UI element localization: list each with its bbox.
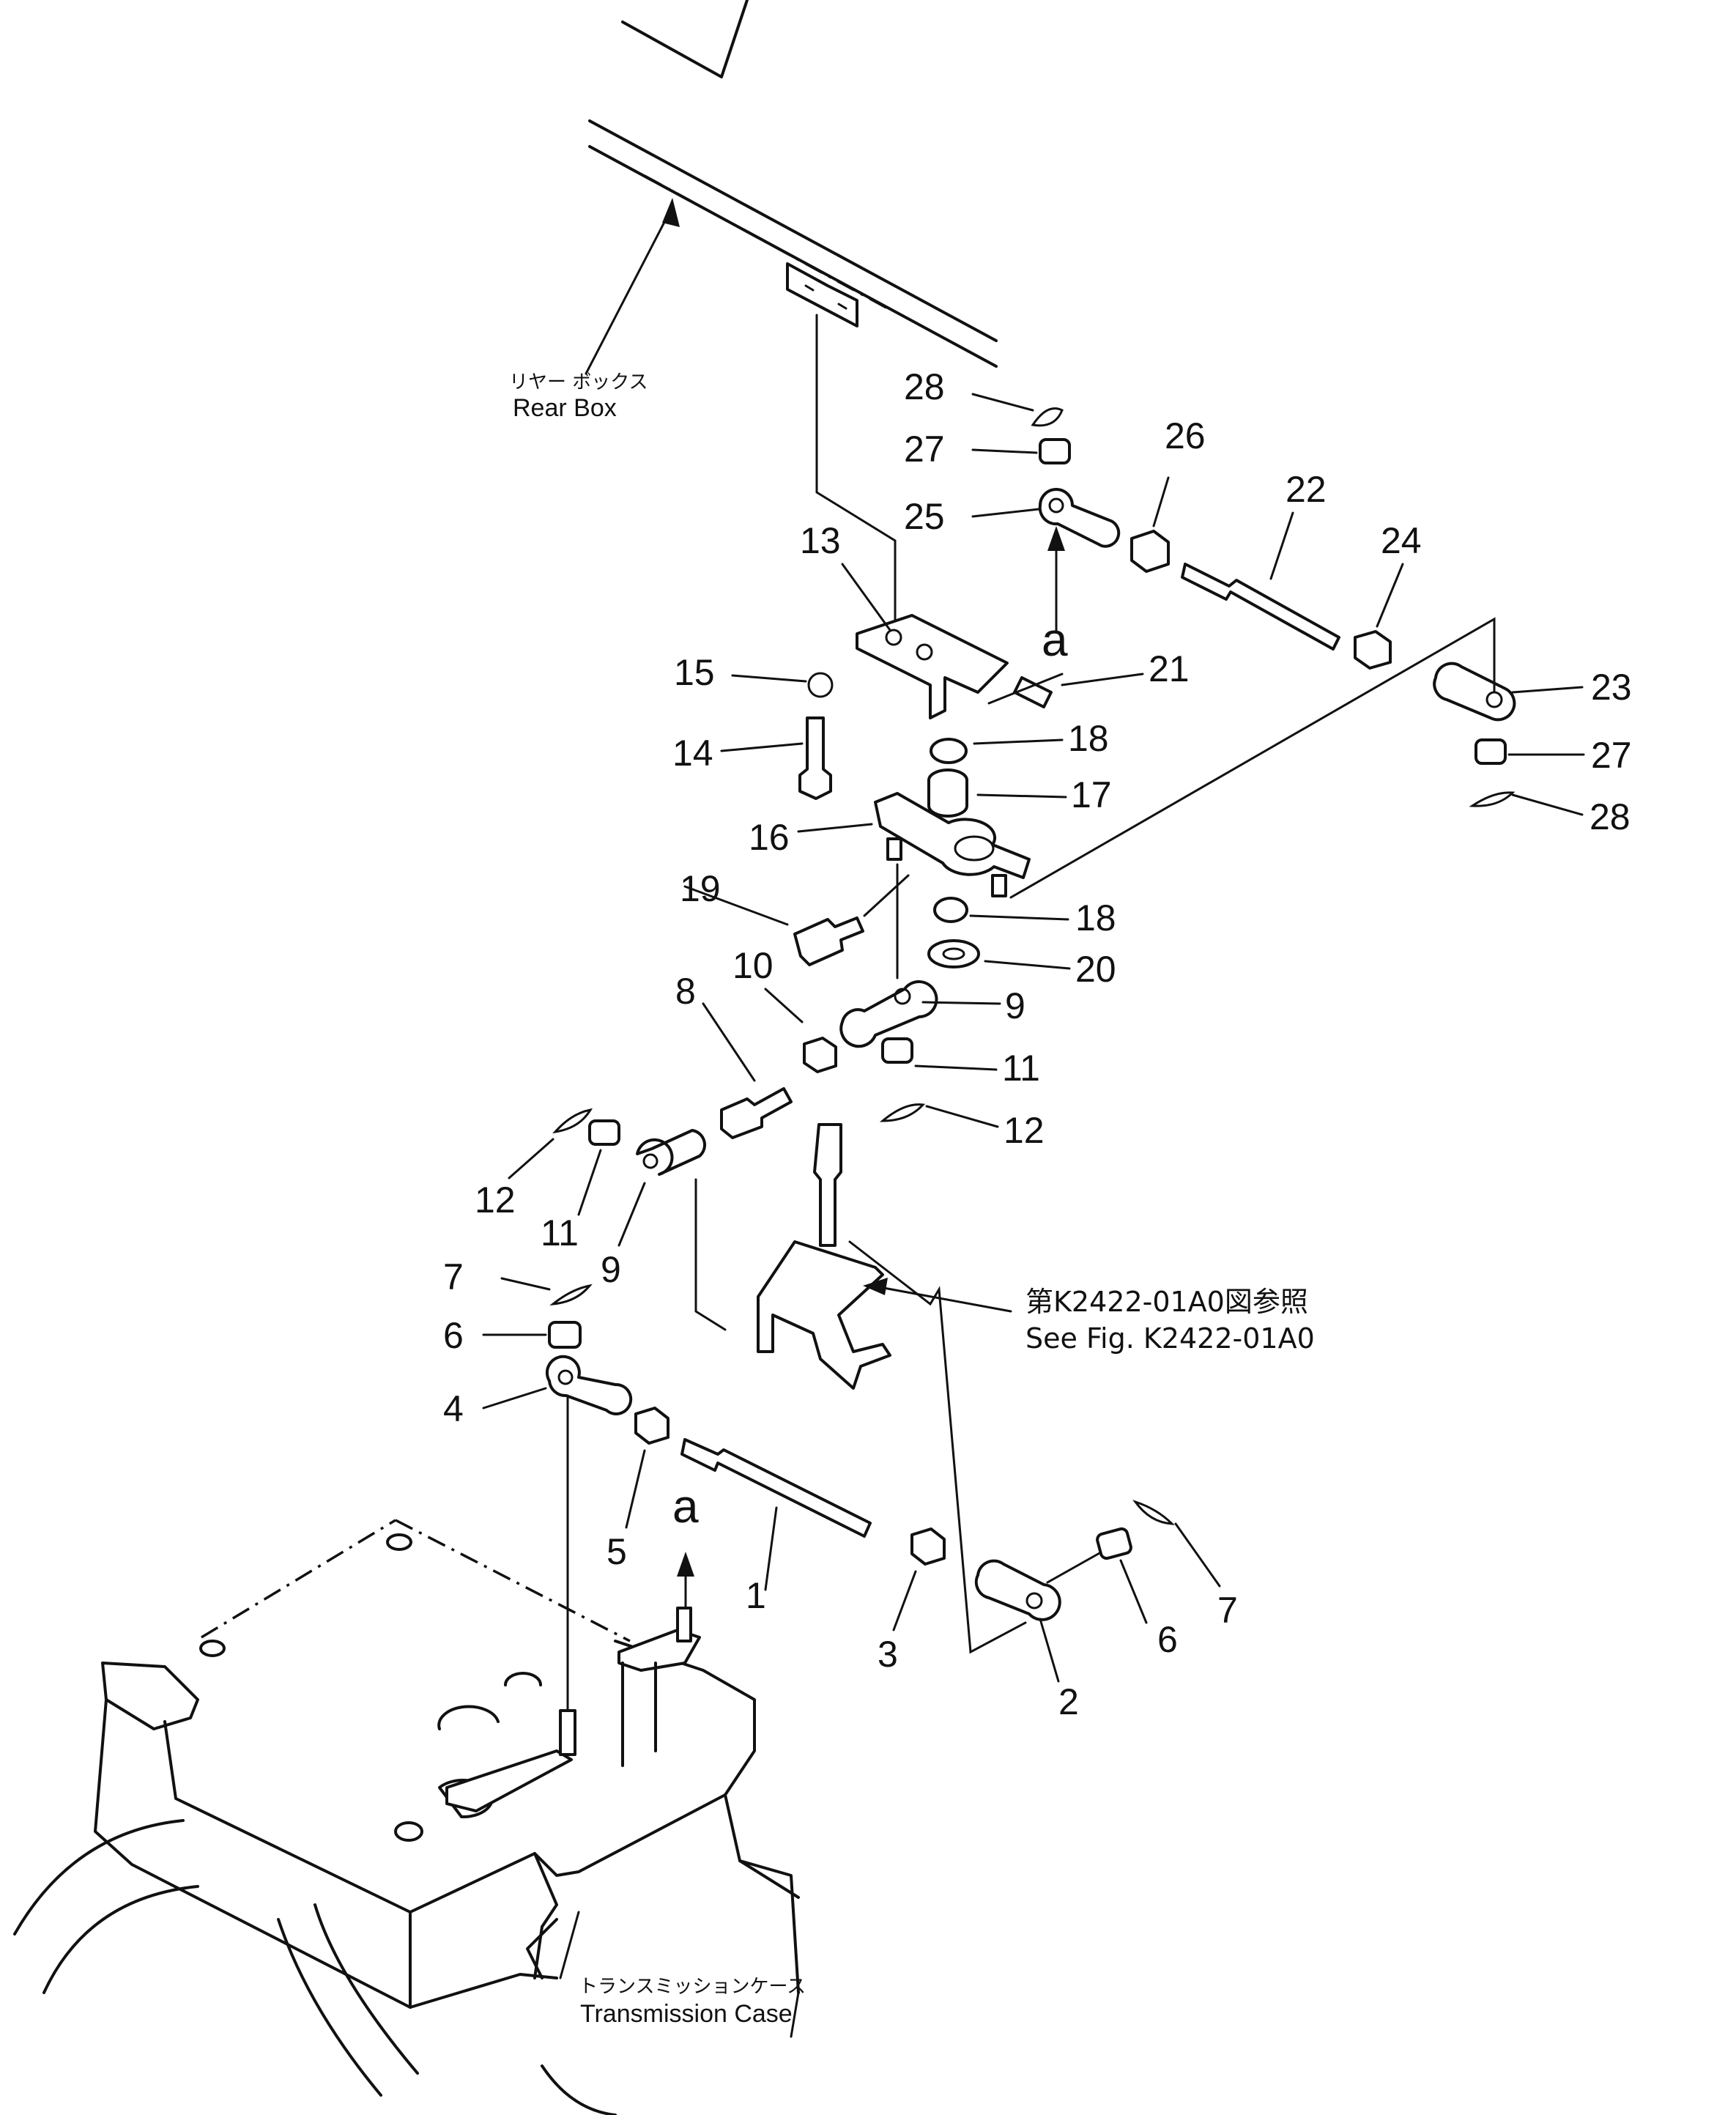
part-number-18-top: 18 bbox=[1068, 718, 1109, 759]
rod-end-23 bbox=[1433, 662, 1516, 722]
part-number-1: 1 bbox=[746, 1575, 766, 1616]
part-number-12-upper: 12 bbox=[1004, 1110, 1045, 1151]
collar-17 bbox=[927, 768, 968, 818]
part-number-6-left: 6 bbox=[443, 1315, 464, 1356]
transmission-en-label: Transmission Case bbox=[580, 2000, 793, 2028]
part-number-25: 25 bbox=[904, 496, 945, 537]
view-a-label-bottom: a bbox=[672, 1480, 699, 1533]
bolt-14 bbox=[798, 716, 832, 800]
rod-end-9-lower bbox=[636, 1129, 707, 1176]
part-number-15: 15 bbox=[674, 652, 715, 693]
part-number-11-lower: 11 bbox=[541, 1212, 579, 1253]
lever-assembly: 第K2422-01A0図参照 See Fig. K2422-01A0 bbox=[694, 1123, 1315, 1654]
rod-end-2 bbox=[974, 1559, 1061, 1621]
lower-linkage: a bbox=[482, 1108, 1221, 1712]
part-number-27-right: 27 bbox=[1591, 735, 1632, 776]
transmission-case: トランスミッションケース Transmission Case bbox=[13, 1519, 806, 2115]
castle-nut-11-lower bbox=[588, 1119, 620, 1146]
part-number-26: 26 bbox=[1165, 415, 1206, 456]
part-number-6-right: 6 bbox=[1157, 1619, 1178, 1660]
nut-10 bbox=[803, 1037, 837, 1073]
rod-end-4 bbox=[545, 1355, 633, 1415]
part-number-9-lower: 9 bbox=[601, 1249, 621, 1290]
part-number-12-lower: 12 bbox=[475, 1179, 516, 1221]
bracket-13 bbox=[856, 614, 1009, 719]
part-number-4: 4 bbox=[443, 1388, 464, 1429]
cotter-pin-12-lower bbox=[552, 1108, 593, 1134]
snap-ring-15 bbox=[807, 672, 834, 698]
castle-nut-6-right bbox=[1096, 1527, 1132, 1560]
part-number-20: 20 bbox=[1075, 949, 1116, 990]
transmission-jp-label: トランスミッションケース bbox=[579, 1976, 806, 1998]
see-fig-jp-label: 第K2422-01A0図参照 bbox=[1025, 1286, 1308, 1318]
rear-box-en-label: Rear Box bbox=[513, 394, 617, 422]
rod-22 bbox=[1181, 563, 1340, 651]
castle-nut-27-top bbox=[1039, 438, 1071, 464]
case-lever-left bbox=[445, 1749, 573, 1812]
cotter-pin-28-top bbox=[1031, 407, 1064, 427]
castle-nut-11-upper bbox=[881, 1037, 913, 1064]
part-number-23: 23 bbox=[1591, 667, 1632, 708]
castle-nut-6-left bbox=[548, 1321, 582, 1349]
rear-box-callout: リヤー ボックス Rear Box bbox=[509, 198, 680, 422]
cotter-pin-7-left bbox=[549, 1284, 593, 1305]
castle-nut-27-right bbox=[1475, 738, 1507, 765]
part-number-24: 24 bbox=[1381, 520, 1422, 561]
upper-linkage: a bbox=[683, 393, 1585, 1139]
nut-3 bbox=[910, 1527, 946, 1566]
part-number-18-bottom: 18 bbox=[1075, 897, 1116, 938]
rod-end-9-upper bbox=[839, 980, 938, 1048]
part-number-2: 2 bbox=[1058, 1681, 1079, 1722]
part-number-19: 19 bbox=[680, 868, 721, 909]
part-number-28-top: 28 bbox=[904, 366, 945, 407]
bearing-18-top bbox=[930, 738, 968, 764]
rod-1 bbox=[680, 1438, 872, 1538]
part-number-10: 10 bbox=[732, 945, 774, 986]
nut-24 bbox=[1354, 630, 1392, 670]
part-number-7-right: 7 bbox=[1217, 1590, 1238, 1631]
view-a-label-top: a bbox=[1042, 613, 1068, 666]
see-fig-en-label: See Fig. K2422-01A0 bbox=[1025, 1322, 1315, 1355]
part-number-5: 5 bbox=[607, 1531, 627, 1572]
nut-5 bbox=[634, 1407, 669, 1445]
part-number-16: 16 bbox=[749, 817, 790, 858]
grease-fitting-19 bbox=[793, 916, 864, 966]
rear-box-jp-label: リヤー ボックス bbox=[509, 371, 648, 393]
part-number-11-upper: 11 bbox=[1002, 1048, 1040, 1089]
cotter-pin-28-right bbox=[1469, 791, 1516, 807]
rod-end-25 bbox=[1038, 488, 1121, 548]
part-number-21: 21 bbox=[1149, 648, 1190, 689]
shaft bbox=[813, 1123, 842, 1247]
part-number-labels: 28 27 25 26 22 24 13 21 15 14 18 17 16 2… bbox=[443, 366, 1632, 1722]
cotter-pin-12-upper bbox=[879, 1103, 926, 1122]
washer-20 bbox=[927, 939, 980, 968]
control-lever bbox=[757, 1240, 891, 1390]
rear-box-outline bbox=[588, 0, 998, 630]
part-number-17: 17 bbox=[1071, 774, 1112, 815]
part-number-8: 8 bbox=[675, 971, 696, 1012]
cotter-pin-7-right bbox=[1132, 1500, 1175, 1525]
part-number-27-top: 27 bbox=[904, 429, 945, 470]
part-number-13: 13 bbox=[800, 520, 841, 561]
part-number-14: 14 bbox=[672, 733, 713, 774]
part-number-3: 3 bbox=[878, 1634, 898, 1675]
part-number-7-left: 7 bbox=[443, 1256, 464, 1297]
part-number-22: 22 bbox=[1286, 469, 1327, 510]
bearing-18-bottom bbox=[933, 897, 968, 923]
part-number-28-right: 28 bbox=[1590, 796, 1631, 837]
nut-26 bbox=[1130, 530, 1170, 573]
pin-21 bbox=[1013, 676, 1053, 708]
part-number-9-upper: 9 bbox=[1005, 985, 1025, 1026]
adjuster-8 bbox=[720, 1087, 793, 1139]
